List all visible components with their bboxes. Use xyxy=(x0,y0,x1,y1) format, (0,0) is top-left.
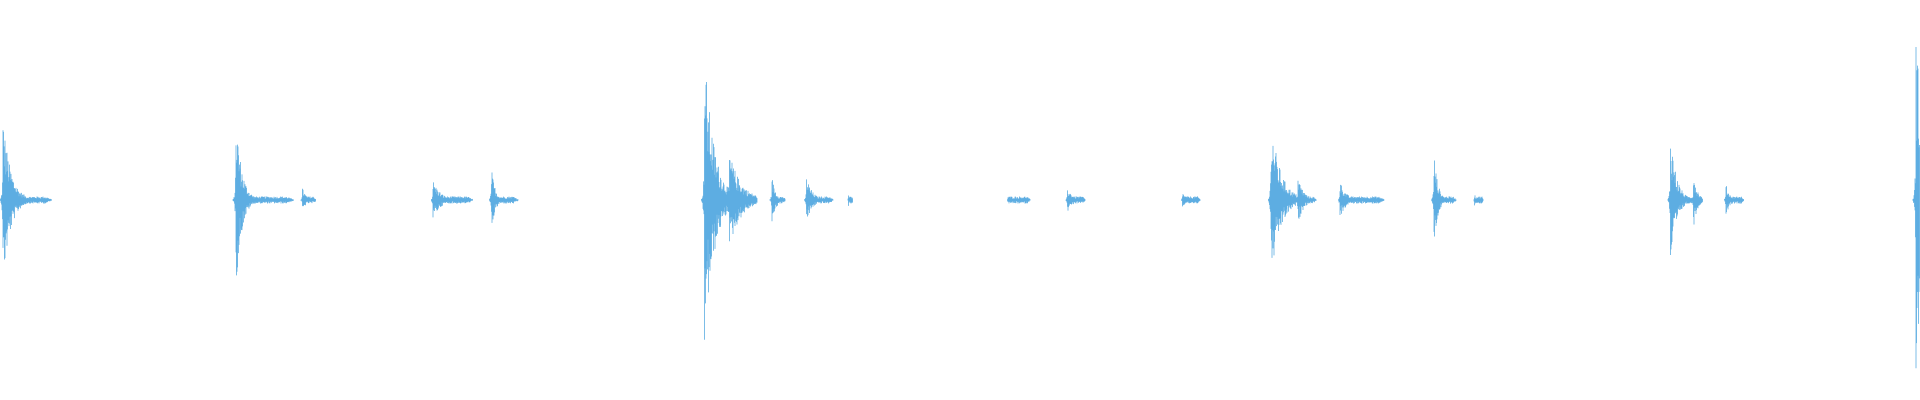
waveform-signal xyxy=(0,46,1920,369)
